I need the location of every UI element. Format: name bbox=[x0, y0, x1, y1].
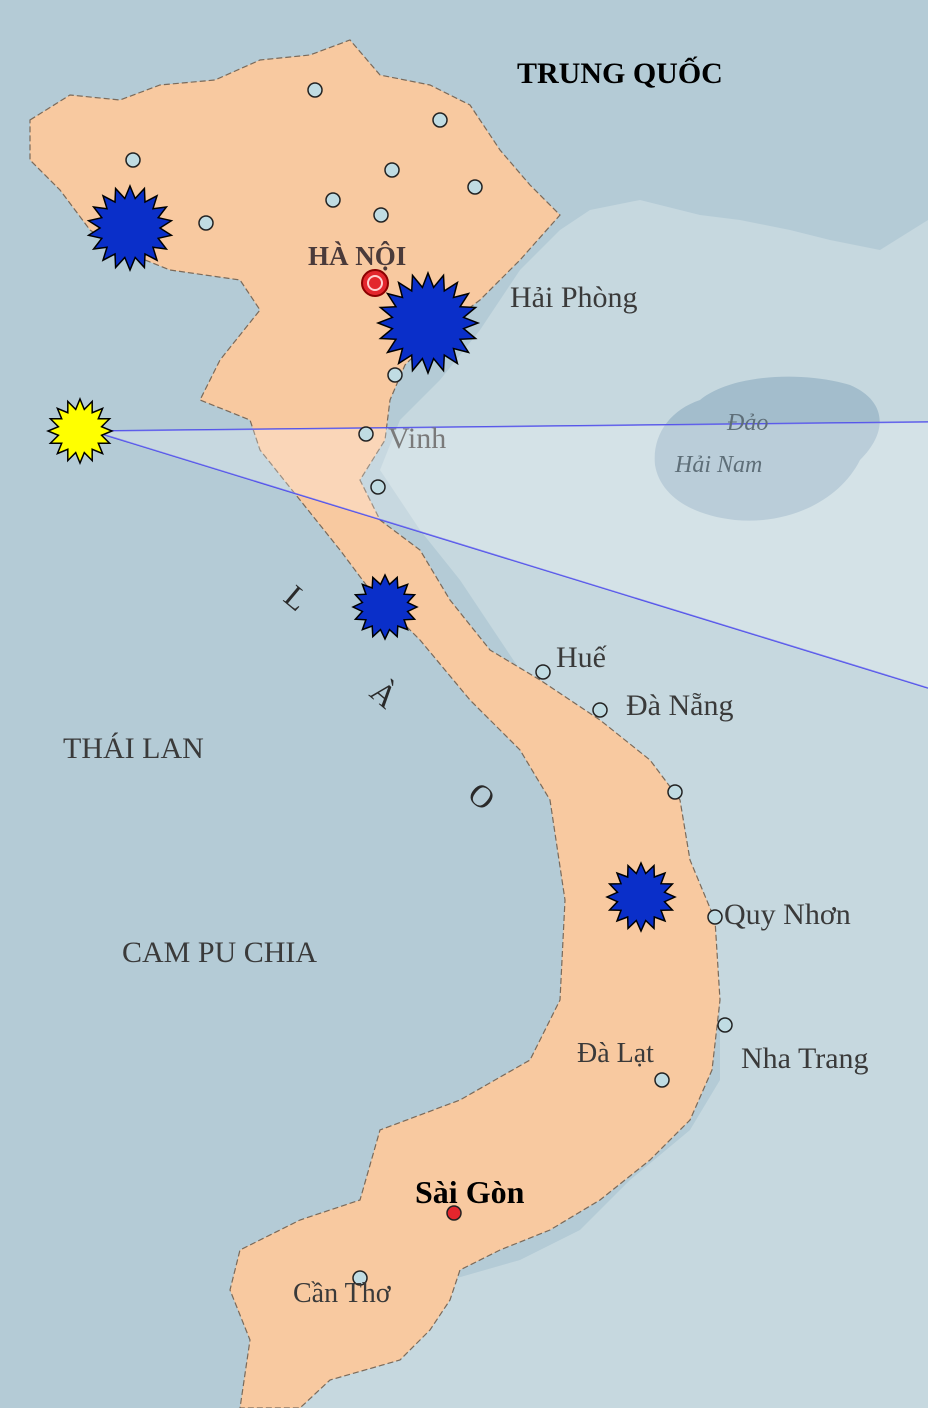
city-markers bbox=[125, 82, 733, 1286]
label-hainan-2: Hải Nam bbox=[674, 452, 762, 478]
city-marker-icon bbox=[307, 82, 323, 98]
label-china: TRUNG QUỐC bbox=[517, 56, 723, 90]
label-thailand: THÁI LAN bbox=[63, 732, 204, 765]
label-quy-nhon: Quy Nhơn bbox=[724, 898, 851, 931]
label-cambodia: CAM PU CHIA bbox=[122, 936, 317, 969]
city-marker-icon bbox=[373, 207, 389, 223]
city-marker-icon bbox=[707, 909, 723, 925]
city-marker-icon bbox=[432, 112, 448, 128]
saigon-marker-icon bbox=[446, 1205, 462, 1221]
pointer-line-upper bbox=[91, 421, 928, 432]
blue-starburst-icon bbox=[605, 861, 677, 933]
city-marker-icon bbox=[592, 702, 608, 718]
blue-starburst-icon bbox=[86, 184, 174, 272]
city-marker-icon bbox=[370, 479, 386, 495]
label-hainan-1: Đảo bbox=[726, 410, 768, 436]
city-marker-icon bbox=[325, 192, 341, 208]
label-hue: Huế bbox=[556, 641, 607, 674]
label-sai-gon: Sài Gòn bbox=[415, 1174, 525, 1210]
city-marker-icon bbox=[467, 179, 483, 195]
city-marker-icon bbox=[535, 664, 551, 680]
city-marker-icon bbox=[198, 215, 214, 231]
label-da-lat: Đà Lạt bbox=[577, 1038, 654, 1069]
label-hanoi: HÀ NỘI bbox=[308, 241, 406, 271]
city-marker-icon bbox=[358, 426, 374, 442]
city-marker-icon bbox=[387, 367, 403, 383]
blue-starburst-icon bbox=[351, 573, 419, 641]
city-marker-icon bbox=[352, 1270, 368, 1286]
label-nha-trang: Nha Trang bbox=[741, 1042, 869, 1075]
hainan-island bbox=[654, 376, 880, 521]
city-marker-icon bbox=[654, 1072, 670, 1088]
label-can-tho: Cần Thơ bbox=[293, 1278, 392, 1309]
capital-marker-icon bbox=[361, 269, 389, 297]
label-da-nang: Đà Nẵng bbox=[626, 689, 733, 722]
city-marker-icon bbox=[717, 1017, 733, 1033]
yellow-starburst-icon bbox=[46, 397, 114, 465]
blue-starburst-icon bbox=[375, 270, 481, 376]
highlight-band bbox=[92, 422, 928, 688]
vietnam-land bbox=[29, 39, 721, 1408]
city-marker-icon bbox=[384, 162, 400, 178]
label-hai-phong: Hải Phòng bbox=[510, 281, 638, 314]
label-vinh: Vinh bbox=[388, 422, 446, 455]
city-marker-icon bbox=[667, 784, 683, 800]
city-marker-icon bbox=[125, 152, 141, 168]
pointer-line-lower bbox=[91, 430, 928, 689]
